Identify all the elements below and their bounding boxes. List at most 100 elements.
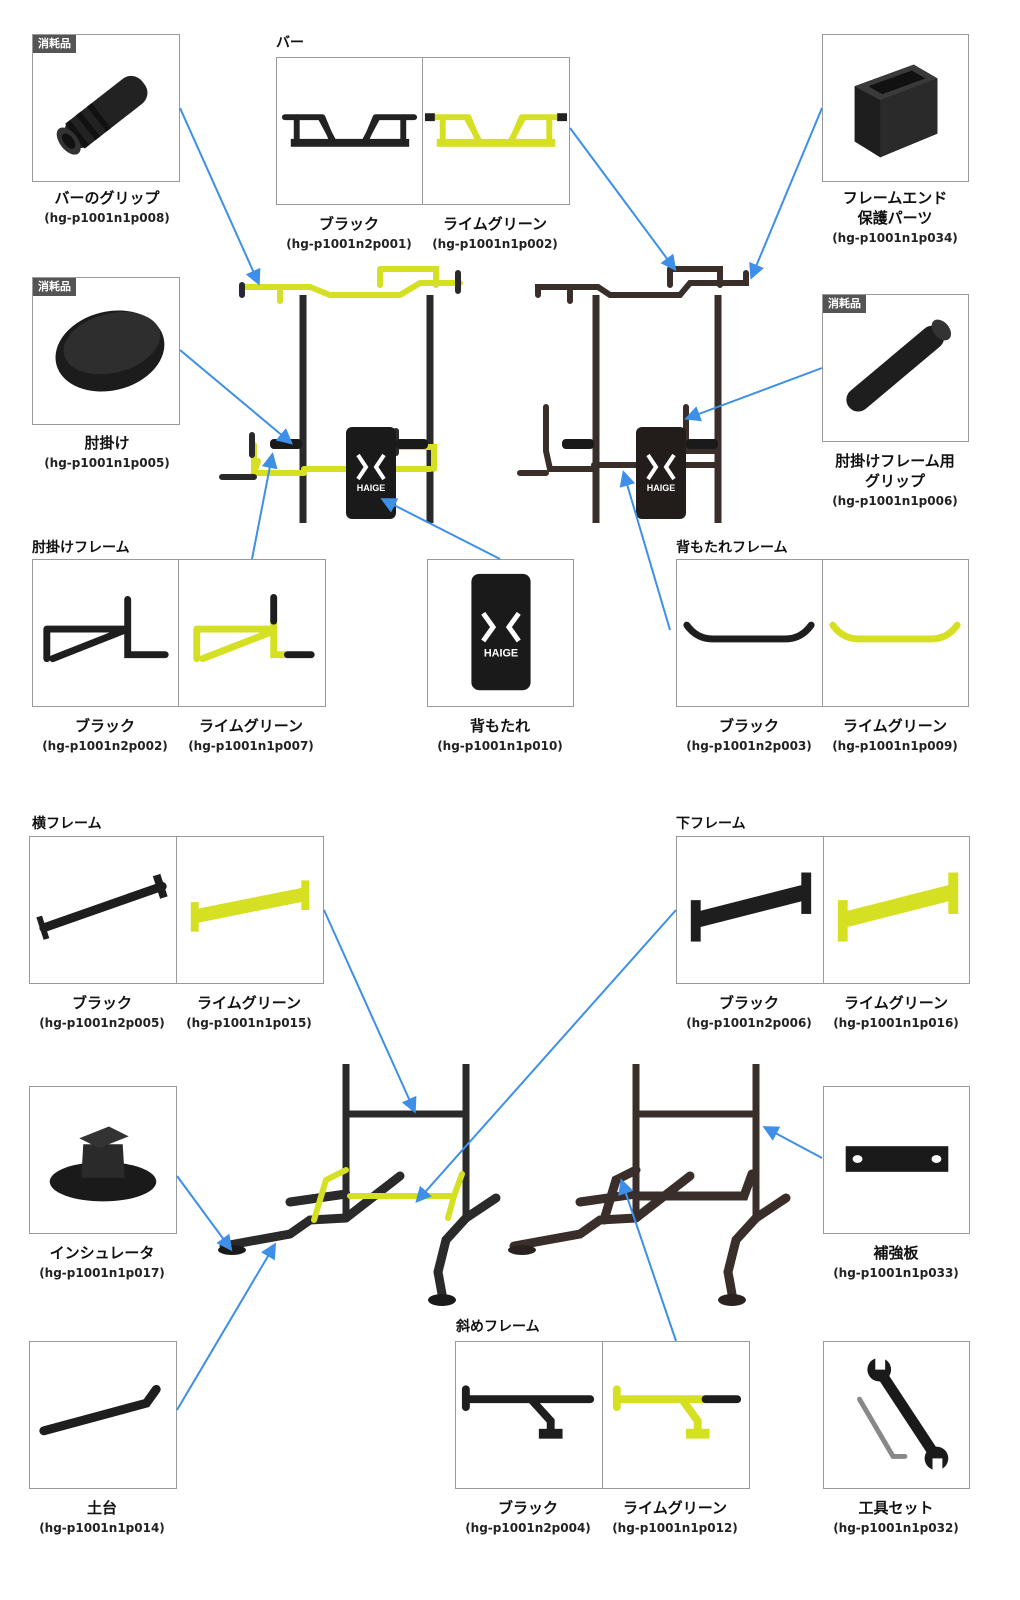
caption-diag-black: ブラック (hg-p1001n2p004) <box>453 1498 603 1538</box>
part-box-diag-lime <box>602 1341 750 1489</box>
part-name: ブラック <box>718 994 779 1012</box>
part-name: インシュレータ <box>49 1244 155 1262</box>
diag-lime-image <box>612 1385 742 1439</box>
part-box-armframe-black <box>32 559 179 707</box>
caption-lower-lime: ライムグリーン (hg-p1001n1p016) <box>821 993 971 1033</box>
bar-lime-image <box>424 113 568 147</box>
tools-image <box>857 1355 949 1473</box>
section-bar: バー <box>276 35 304 51</box>
caption-armrest: 肘掛け (hg-p1001n1p005) <box>32 433 182 473</box>
part-name: ライムグリーン <box>623 1499 727 1517</box>
frame-end-image <box>854 64 938 158</box>
part-code: (hg-p1001n1p016) <box>833 1016 959 1030</box>
caption-backframe-lime: ライムグリーン (hg-p1001n1p009) <box>820 716 970 756</box>
power-tower-brown-illustration: HAIGE <box>517 266 749 523</box>
caption-bar-lime: ライムグリーン (hg-p1001n1p002) <box>420 214 570 254</box>
part-name: ブラック <box>318 215 379 233</box>
part-box-backframe-lime <box>822 559 969 707</box>
side-black-image <box>36 873 168 940</box>
section-side-frame: 横フレーム <box>32 816 102 832</box>
part-code: (hg-p1001n1p010) <box>437 739 563 753</box>
backframe-lime-image <box>829 621 961 643</box>
section-armrest-frame: 肘掛けフレーム <box>32 540 130 556</box>
part-name-line2: グリップ <box>864 472 925 490</box>
part-code: (hg-p1001n2p002) <box>42 739 168 753</box>
part-code: (hg-p1001n1p006) <box>832 494 958 508</box>
caption-tools: 工具セット (hg-p1001n1p032) <box>821 1498 971 1538</box>
hex-key-icon <box>857 1396 908 1459</box>
caption-bar-grip: バーのグリップ (hg-p1001n1p008) <box>32 188 182 228</box>
part-name: 工具セット <box>858 1499 934 1517</box>
caption-backframe-black: ブラック (hg-p1001n2p003) <box>674 716 824 756</box>
part-box-lower-lime <box>823 836 970 984</box>
bar-black-image <box>281 114 418 147</box>
part-name: 土台 <box>86 1499 117 1517</box>
caption-armrest-grip: 肘掛けフレーム用 グリップ (hg-p1001n1p006) <box>820 451 970 511</box>
part-name: ブラック <box>71 994 132 1012</box>
part-box-side-lime <box>176 836 324 984</box>
backrest-logo: HAIGE <box>647 483 676 493</box>
caption-lower-black: ブラック (hg-p1001n2p006) <box>674 993 824 1033</box>
part-code: (hg-p1001n1p007) <box>188 739 314 753</box>
part-code: (hg-p1001n1p009) <box>832 739 958 753</box>
part-code: (hg-p1001n1p033) <box>833 1266 959 1280</box>
backrest-image: HAIGE <box>471 573 531 691</box>
lower-lime-image <box>837 872 959 942</box>
part-name: ブラック <box>74 717 135 735</box>
caption-side-lime: ライムグリーン (hg-p1001n1p015) <box>174 993 324 1033</box>
part-code: (hg-p1001n2p006) <box>686 1016 812 1030</box>
diag-black-image <box>461 1385 595 1439</box>
part-code: (hg-p1001n1p014) <box>39 1521 165 1535</box>
part-name-line2: 保護パーツ <box>857 209 933 227</box>
part-box-lower-black <box>676 836 824 984</box>
part-box-bar-grip: 消耗品 <box>32 34 180 182</box>
insulator-image <box>49 1126 157 1202</box>
part-box-armrest-grip: 消耗品 <box>822 294 969 442</box>
part-box-insulator <box>29 1086 177 1234</box>
part-name: ライムグリーン <box>843 717 947 735</box>
part-code: (hg-p1001n1p032) <box>833 1521 959 1535</box>
part-code: (hg-p1001n1p017) <box>39 1266 165 1280</box>
caption-insulator: インシュレータ (hg-p1001n1p017) <box>27 1243 177 1283</box>
part-code: (hg-p1001n2p004) <box>465 1521 591 1535</box>
part-name: 補強板 <box>873 1244 919 1262</box>
part-name: フレームエンド <box>842 189 948 207</box>
armframe-black-image <box>43 596 169 663</box>
reinforce-image <box>845 1146 949 1172</box>
part-name: 肘掛け <box>84 434 130 452</box>
part-code: (hg-p1001n1p005) <box>44 456 170 470</box>
part-box-base <box>29 1341 177 1489</box>
armrest-grip-image <box>846 319 952 412</box>
part-name: ライムグリーン <box>443 215 547 233</box>
part-box-reinforce <box>823 1086 970 1234</box>
part-name: 肘掛けフレーム用 <box>835 452 955 470</box>
part-name: バーのグリップ <box>54 189 160 207</box>
part-box-armframe-lime <box>178 559 326 707</box>
part-code: (hg-p1001n1p034) <box>832 231 958 245</box>
part-name: 背もたれ <box>469 717 530 735</box>
part-code: (hg-p1001n2p005) <box>39 1016 165 1030</box>
base-lime-illustration <box>218 1064 501 1306</box>
part-code: (hg-p1001n2p001) <box>286 237 412 251</box>
part-box-tools <box>823 1341 970 1489</box>
part-box-backframe-black <box>676 559 823 707</box>
backframe-black-image <box>683 621 815 643</box>
part-name: ライムグリーン <box>197 994 301 1012</box>
caption-frame-end: フレームエンド 保護パーツ (hg-p1001n1p034) <box>820 188 970 248</box>
armframe-lime-image <box>193 594 315 663</box>
part-box-side-black <box>29 836 177 984</box>
part-name: ライムグリーン <box>844 994 948 1012</box>
caption-diag-lime: ライムグリーン (hg-p1001n1p012) <box>600 1498 750 1538</box>
caption-reinforce: 補強板 (hg-p1001n1p033) <box>821 1243 971 1283</box>
armrest-image <box>55 310 165 392</box>
caption-side-black: ブラック (hg-p1001n2p005) <box>27 993 177 1033</box>
part-name: ライムグリーン <box>199 717 303 735</box>
base-brown-illustration <box>508 1064 791 1306</box>
consumable-badge: 消耗品 <box>823 295 866 313</box>
part-code: (hg-p1001n1p002) <box>432 237 558 251</box>
backrest-logo: HAIGE <box>484 648 518 660</box>
part-box-diag-black <box>455 1341 603 1489</box>
section-lower-frame: 下フレーム <box>676 816 746 832</box>
consumable-badge: 消耗品 <box>33 35 76 53</box>
